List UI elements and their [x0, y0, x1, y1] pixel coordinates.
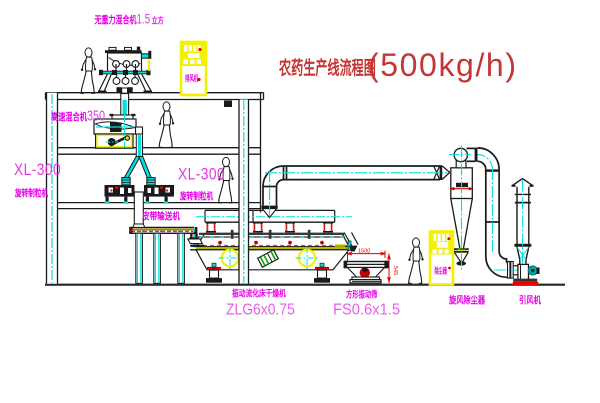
svg-text:FS0.6x1.5: FS0.6x1.5: [333, 301, 400, 319]
svg-text:除尘器: 除尘器: [435, 265, 448, 276]
svg-text:旋风除尘器: 旋风除尘器: [448, 294, 485, 305]
svg-text:(500kg/h): (500kg/h): [368, 47, 518, 83]
svg-text:排风机: 排风机: [185, 72, 199, 83]
svg-text:方形振动筛: 方形振动筛: [346, 288, 378, 300]
svg-text:皮带输送机: 皮带输送机: [141, 210, 180, 222]
svg-text:旋转制粒机: 旋转制粒机: [14, 187, 49, 199]
svg-text:无重力混合机1.5 立方: 无重力混合机1.5 立方: [94, 11, 164, 27]
svg-text:旋转制粒机: 旋转制粒机: [179, 190, 214, 202]
svg-text:XL-300: XL-300: [178, 165, 225, 183]
svg-text:振动流化床干燥机: 振动流化床干燥机: [232, 287, 286, 298]
svg-text:高速混合机350: 高速混合机350: [51, 107, 105, 124]
svg-text:XL-300: XL-300: [14, 161, 61, 179]
svg-text:引风机: 引风机: [519, 295, 541, 306]
svg-text:545: 545: [392, 266, 398, 275]
svg-text:农药生产线流程图: 农药生产线流程图: [278, 57, 376, 79]
svg-text:ZLG6x0.75: ZLG6x0.75: [226, 301, 295, 319]
svg-text:1500: 1500: [358, 249, 370, 255]
